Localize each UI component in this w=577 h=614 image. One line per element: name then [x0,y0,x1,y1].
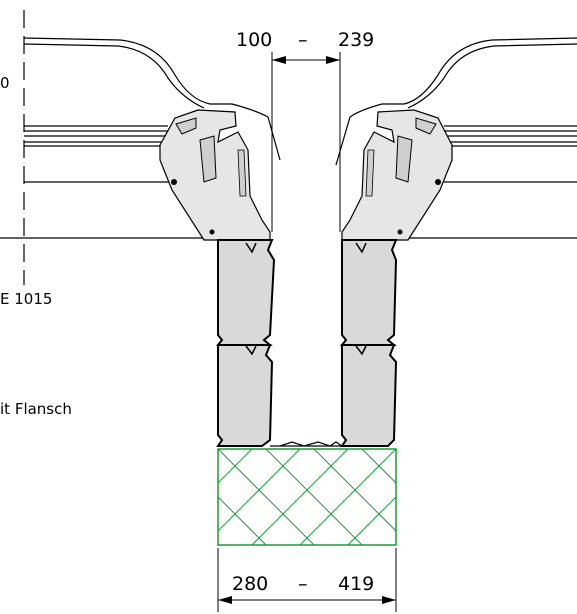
note-standard: E 1015 [0,290,52,308]
right-frame-profile [341,109,453,241]
top-dimension: 100 – 239 [236,29,374,232]
top-dimension-separator: – [298,29,308,51]
top-dimension-min: 100 [236,29,272,51]
right-upstand-blocks [339,239,398,447]
right-dome-glazing [335,37,577,183]
top-dimension-max: 239 [338,29,374,51]
bottom-dimension-min: 280 [232,573,268,595]
bottom-dimension-separator: – [298,573,308,595]
bottom-dimension-max: 419 [338,573,374,595]
left-frame-profile [159,109,271,241]
note-flange: it Flansch [0,400,72,418]
left-upstand-blocks [215,239,276,447]
left-dome-glazing [23,37,281,183]
timber-base [217,448,397,546]
note-cut-zero: 0 [0,74,10,92]
bottom-dimension: 280 – 419 [217,548,397,612]
bottom-seal-strip [270,441,344,447]
